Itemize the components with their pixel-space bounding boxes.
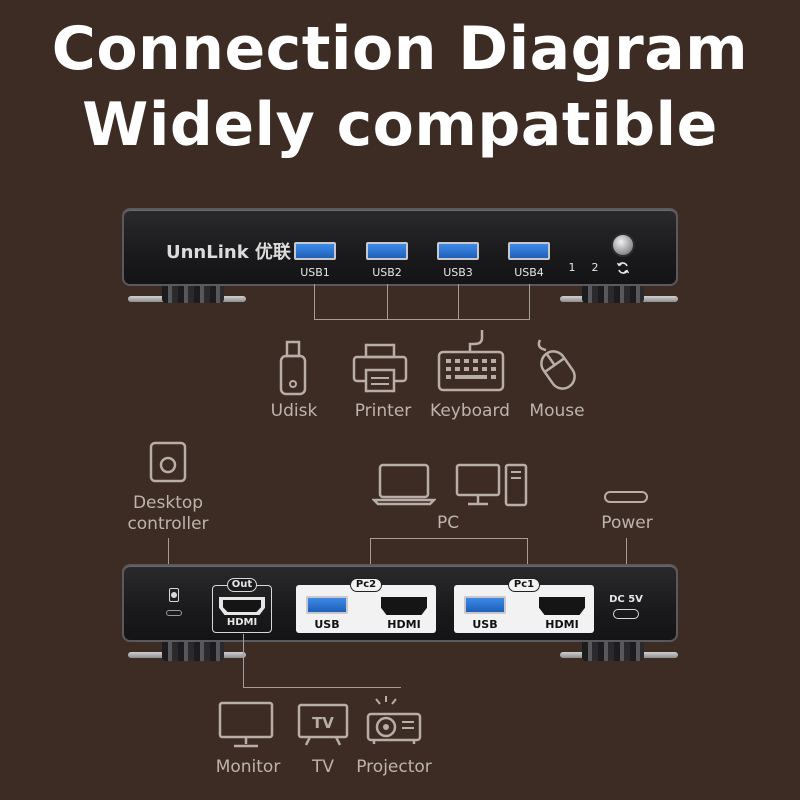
tv-icon: TV bbox=[297, 703, 349, 746]
usb3-port bbox=[437, 242, 479, 260]
led-1-label: 1 bbox=[568, 261, 576, 274]
bottom-left-foot bbox=[162, 641, 224, 661]
usb3-label: USB3 bbox=[443, 266, 473, 279]
pc1-tag: Pc1 bbox=[508, 578, 540, 592]
pc2-connector bbox=[370, 538, 371, 582]
usb4-port bbox=[508, 242, 550, 260]
pc-label: PC bbox=[436, 513, 460, 533]
usb1-connector bbox=[314, 284, 315, 320]
power-label: Power bbox=[601, 513, 653, 533]
display-bus-line bbox=[243, 687, 401, 688]
power-connector bbox=[626, 538, 627, 582]
laptop-icon bbox=[372, 463, 436, 506]
mouse-label: Mouse bbox=[529, 401, 585, 421]
desktop-pc-icon bbox=[455, 463, 528, 507]
out-hdmi-label: HDMI bbox=[226, 617, 258, 628]
usb4-label: USB4 bbox=[514, 266, 544, 279]
refresh-icon bbox=[616, 262, 630, 274]
title-line-1: Connection Diagram bbox=[51, 14, 749, 84]
pc1-usb-label: USB bbox=[472, 618, 498, 631]
usb-bus-line bbox=[314, 319, 530, 320]
switch-button[interactable] bbox=[611, 233, 635, 257]
pc-bus-line bbox=[370, 538, 528, 539]
desktop-controller-label-2: controller bbox=[127, 514, 209, 534]
usb3-connector bbox=[458, 284, 459, 320]
monitor-label: Monitor bbox=[215, 757, 281, 777]
projector-icon bbox=[366, 696, 422, 744]
out-tag: Out bbox=[227, 578, 257, 592]
monitor-icon bbox=[218, 701, 274, 748]
usb-drive-icon bbox=[279, 340, 307, 396]
controller-connector bbox=[168, 538, 169, 584]
usb2-label: USB2 bbox=[372, 266, 402, 279]
pc1-connector bbox=[527, 538, 528, 582]
svg-text:TV: TV bbox=[312, 714, 334, 732]
pc2-hdmi-label: HDMI bbox=[387, 618, 421, 631]
pc1-hdmi-label: HDMI bbox=[545, 618, 579, 631]
led-2-label: 2 bbox=[591, 261, 599, 274]
controller-port-dot bbox=[171, 592, 177, 598]
mouse-icon bbox=[537, 339, 576, 390]
usb2-port bbox=[366, 242, 408, 260]
pc1-usb-port bbox=[464, 596, 506, 614]
usb2-connector bbox=[387, 284, 388, 320]
printer-icon bbox=[352, 343, 408, 393]
udisk-label: Udisk bbox=[270, 401, 318, 421]
pc2-usb-port bbox=[306, 596, 348, 614]
out-connector bbox=[243, 634, 244, 688]
usb4-connector bbox=[529, 284, 530, 320]
top-right-foot bbox=[582, 283, 644, 303]
brand-logo: UnnLink 优联 bbox=[166, 242, 291, 263]
keyboard-label: Keyboard bbox=[430, 401, 510, 421]
tv-label: TV bbox=[311, 757, 334, 777]
pc2-hdmi-port bbox=[381, 597, 427, 615]
pc1-hdmi-port bbox=[539, 597, 585, 615]
title-line-2: Widely compatible bbox=[82, 90, 718, 160]
usb1-label: USB1 bbox=[300, 266, 330, 279]
top-left-foot bbox=[162, 283, 224, 303]
keyboard-icon bbox=[437, 330, 505, 392]
printer-label: Printer bbox=[354, 401, 412, 421]
pc2-tag: Pc2 bbox=[350, 578, 382, 592]
desktop-controller-icon bbox=[149, 441, 187, 483]
out-hdmi-inner bbox=[223, 600, 261, 612]
pc2-usb-label: USB bbox=[314, 618, 340, 631]
usb-c-power-port bbox=[613, 609, 639, 619]
dc-label: DC 5V bbox=[609, 594, 643, 605]
desktop-controller-label-1: Desktop bbox=[132, 493, 204, 513]
usb1-port bbox=[294, 242, 336, 260]
bottom-right-foot bbox=[582, 641, 644, 661]
projector-label: Projector bbox=[356, 757, 432, 777]
usb-c-cable-icon bbox=[604, 491, 648, 503]
controller-jack bbox=[166, 610, 182, 616]
controller-port-icon bbox=[169, 588, 179, 602]
